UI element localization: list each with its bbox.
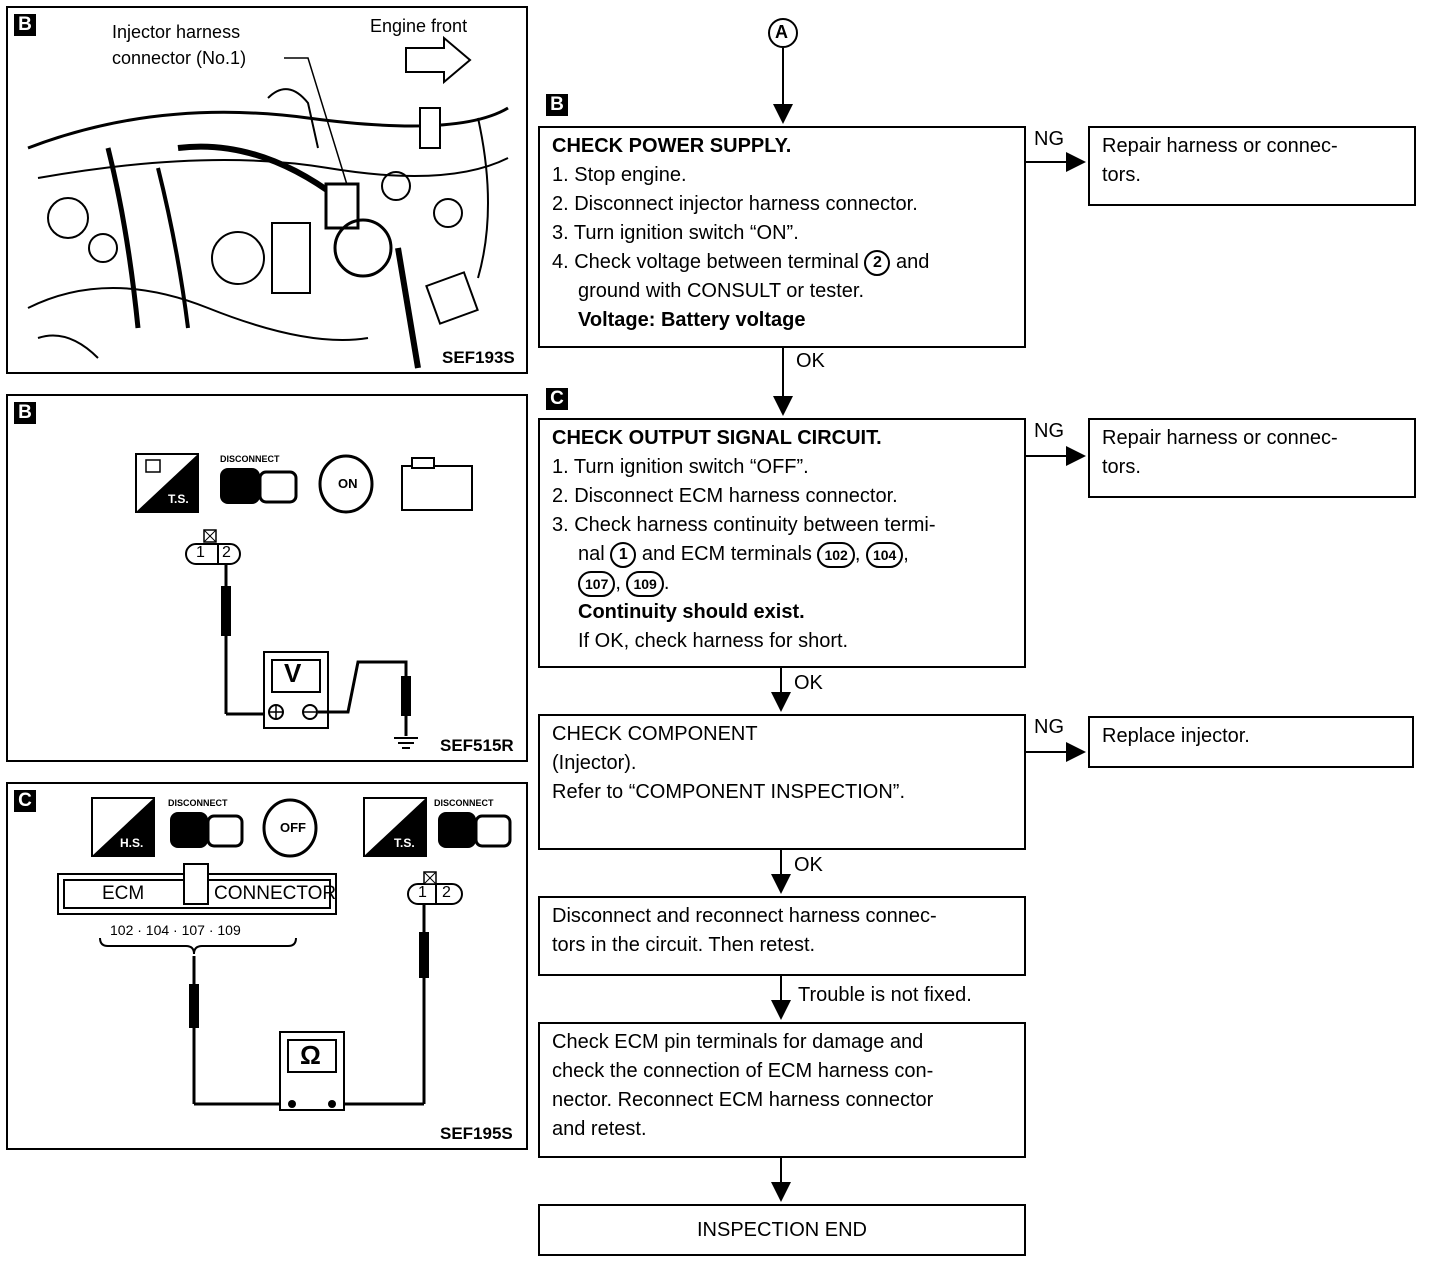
on-label: ON <box>338 476 358 491</box>
terminal-109-badge: 109 <box>626 570 664 597</box>
panel-tag-b: B <box>14 402 36 424</box>
meter-ohm-label: Ω <box>300 1040 321 1070</box>
ng-repair-box-2: Repair harness or connec- tors. <box>1088 418 1416 498</box>
not-fixed-label: Trouble is not fixed. <box>798 984 972 1006</box>
ignition-key-icon <box>262 798 318 858</box>
ng-replace-box: Replace injector. <box>1088 716 1414 768</box>
step-tag-c: C <box>546 388 568 410</box>
output-note: If OK, check harness for short. <box>578 630 849 652</box>
engine-photo-panel: B Injector harness connector (No.1) Engi… <box>6 6 528 374</box>
ecm-pins-line-4: and retest. <box>552 1118 647 1140</box>
ng-repair-box-1: Repair harness or connec- tors. <box>1088 126 1416 206</box>
connector-label: CONNECTOR <box>214 883 337 904</box>
figure-ref: SEF193S <box>442 348 515 367</box>
power-supply-title: CHECK POWER SUPPLY. <box>552 135 792 157</box>
ng-label-2: NG <box>1034 420 1064 442</box>
off-label: OFF <box>280 820 306 835</box>
ok-label-2: OK <box>794 672 823 694</box>
terminal-104-badge: 104 <box>865 541 904 568</box>
continuity-check-panel: C H.S. DISCONNECT OFF <box>6 782 528 1150</box>
ng-label-1: NG <box>1034 128 1064 150</box>
ecm-pins-line-3: nector. Reconnect ECM harness connector <box>552 1089 934 1111</box>
ts-label: T.S. <box>168 492 189 506</box>
continuity-diagram <box>57 797 512 1111</box>
output-step-3-terms: 107, 109. <box>552 569 1012 598</box>
reconnect-line-1: Disconnect and reconnect harness connec- <box>552 905 937 927</box>
component-line-2: (Injector). <box>552 752 637 774</box>
start-marker-circle <box>768 18 798 48</box>
connector-pin-1: 1 <box>196 544 205 561</box>
ts-label: T.S. <box>394 836 415 850</box>
disconnect-label: DISCONNECT <box>434 798 494 808</box>
output-signal-title: CHECK OUTPUT SIGNAL CIRCUIT. <box>552 427 882 449</box>
ecm-label: ECM <box>102 883 145 904</box>
output-step-3-nal: nal <box>578 543 605 565</box>
engine-front-arrow-icon <box>405 35 472 85</box>
figure-ref: SEF515R <box>440 736 514 755</box>
output-step-2: 2. Disconnect ECM harness connector. <box>552 485 898 507</box>
start-marker: A <box>775 22 788 42</box>
engine-illustration <box>27 35 509 369</box>
terminal-1-badge: 1 <box>610 541 637 568</box>
output-step-3-ecm: and ECM terminals <box>641 543 812 565</box>
power-step-4: 4. Check voltage between terminal 2 and <box>552 248 1012 277</box>
panel-tag-b: B <box>14 14 36 36</box>
connector-pin-2: 2 <box>442 884 451 901</box>
ecm-pins-box: Check ECM pin terminals for damage and c… <box>538 1022 1026 1158</box>
terminal-107-badge: 107 <box>578 570 616 597</box>
power-step-4-and: and <box>895 251 930 273</box>
harness-label-line2: connector (No.1) <box>112 48 247 68</box>
disconnect-icon <box>170 812 208 848</box>
output-signal-box: CHECK OUTPUT SIGNAL CIRCUIT. 1. Turn ign… <box>538 418 1026 668</box>
ignition-key-icon <box>318 454 374 514</box>
reconnect-box: Disconnect and reconnect harness connec-… <box>538 896 1026 976</box>
voltage-check-panel: B T.S. DIS <box>6 394 528 762</box>
power-spec: Voltage: Battery voltage <box>578 309 806 331</box>
power-step-4-text: 4. Check voltage between terminal <box>552 251 859 273</box>
output-step-1: 1. Turn ignition switch “OFF”. <box>552 456 809 478</box>
ecm-pins-line-1: Check ECM pin terminals for damage and <box>552 1031 924 1053</box>
harness-connector-icon <box>185 543 241 565</box>
step-tag-b: B <box>546 94 568 116</box>
harness-label-line1: Injector harness <box>112 22 241 42</box>
output-step-3: 3. Check harness continuity between term… <box>552 514 936 536</box>
disconnect-label: DISCONNECT <box>220 454 280 464</box>
component-line-3: Refer to “COMPONENT INSPECTION”. <box>552 781 906 803</box>
voltage-diagram <box>135 453 473 749</box>
power-step-3: 3. Turn ignition switch “ON”. <box>552 222 799 244</box>
ng-repair-2-line-1: Repair harness or connec- <box>1102 427 1338 449</box>
disconnect-icon <box>438 812 476 848</box>
terminal-2-badge: 2 <box>864 249 891 276</box>
ok-label-3: OK <box>794 854 823 876</box>
terminal-102-badge: 102 <box>817 541 855 568</box>
ng-label-3: NG <box>1034 716 1064 738</box>
ok-label-1: OK <box>796 350 825 372</box>
component-line-1: CHECK COMPONENT <box>552 723 758 745</box>
ng-repair-1-line-1: Repair harness or connec- <box>1102 135 1338 157</box>
engine-icon <box>401 465 473 511</box>
output-spec: Continuity should exist. <box>578 601 805 623</box>
reconnect-line-2: tors in the circuit. Then retest. <box>552 934 816 956</box>
disconnect-label: DISCONNECT <box>168 798 228 808</box>
power-supply-box: CHECK POWER SUPPLY. 1. Stop engine. 2. D… <box>538 126 1026 348</box>
component-box: CHECK COMPONENT (Injector). Refer to “CO… <box>538 714 1026 850</box>
power-step-2: 2. Disconnect injector harness connector… <box>552 193 918 215</box>
ng-repair-2-line-2: tors. <box>1102 456 1141 478</box>
ecm-terminals-label: 102 · 104 · 107 · 109 <box>110 922 241 938</box>
power-step-1: 1. Stop engine. <box>552 164 687 186</box>
disconnect-icon <box>220 468 260 504</box>
inspection-end-box: INSPECTION END <box>538 1204 1026 1256</box>
output-step-3-cont: nal 1 and ECM terminals 102, 104, <box>552 540 1012 569</box>
ecm-pins-line-2: check the connection of ECM harness con- <box>552 1060 934 1082</box>
meter-v-label: V <box>284 658 302 688</box>
panel-tag-c: C <box>14 790 36 812</box>
hs-label: H.S. <box>120 836 144 850</box>
connector-pin-1: 1 <box>418 884 427 901</box>
connector-pin-2: 2 <box>222 544 231 561</box>
ng-repair-1-line-2: tors. <box>1102 164 1141 186</box>
engine-front-label: Engine front <box>370 16 468 36</box>
power-step-4-cont: ground with CONSULT or tester. <box>578 280 865 302</box>
figure-ref: SEF195S <box>440 1124 513 1143</box>
